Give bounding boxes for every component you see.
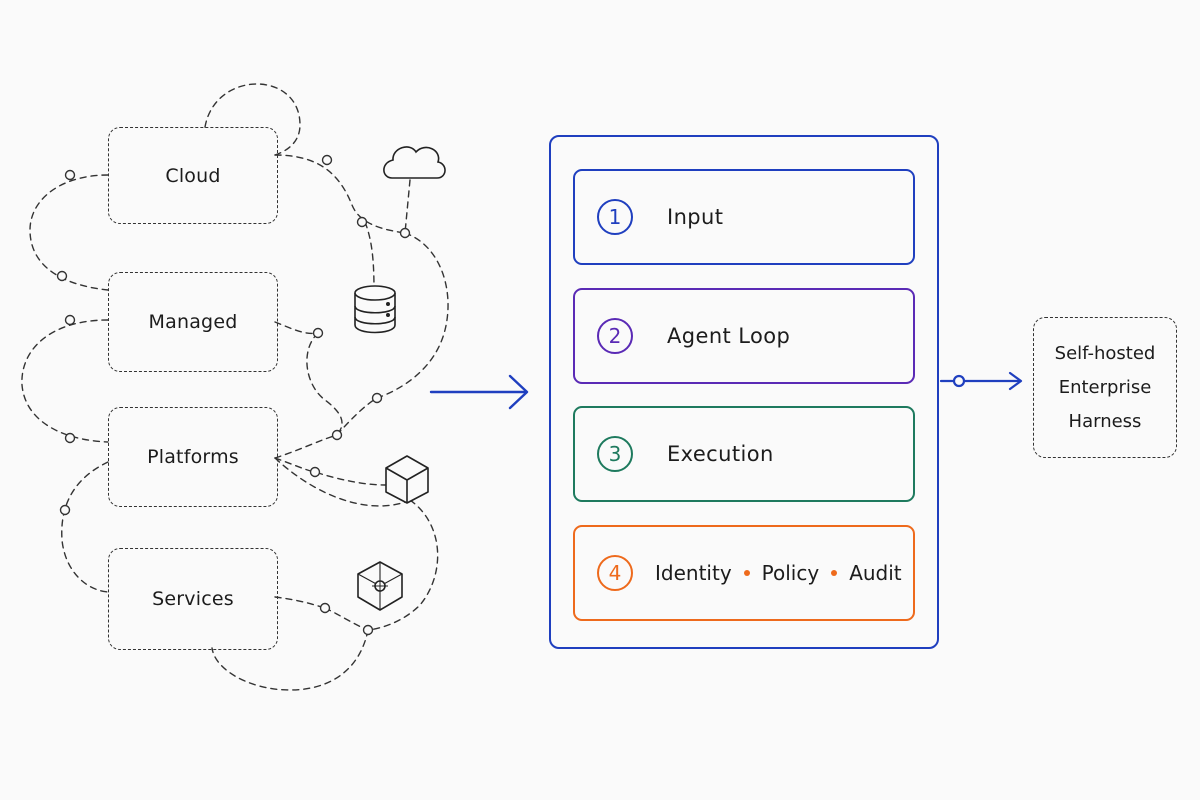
separator-dot [743,570,750,576]
connector-node [371,392,383,404]
governance-item-audit: Audit [849,561,902,585]
connector-line [274,457,386,486]
connector-line [211,629,369,691]
connector-line [306,332,343,436]
connector-node [309,466,321,478]
connector-node [64,432,76,444]
step-number-badge: 1 [597,199,633,235]
step-label: Execution [667,442,774,466]
cloud-icon [383,146,446,179]
connector-line [376,232,449,399]
connector-line [324,607,369,631]
connector-line [274,154,406,234]
connector-node [56,270,68,282]
connector-line [274,397,378,459]
connector-line [274,596,326,609]
governance-item-policy: Policy [761,561,820,585]
output-arrow [939,371,1023,391]
governance-item-identity: Identity [655,561,732,585]
database-icon [354,285,396,334]
step-number-badge: 4 [597,555,633,591]
connector-node [64,169,76,181]
connector-node [356,216,368,228]
connector-line [204,83,301,156]
source-platforms-box: Platforms [108,407,278,507]
connector-node [64,314,76,326]
source-platforms-label: Platforms [147,446,239,468]
source-managed-box: Managed [108,272,278,372]
separator-dot [831,570,838,576]
connector-line [364,221,375,291]
connector-node [321,154,333,166]
source-cloud-box: Cloud [108,127,278,224]
connector-node [319,602,331,614]
cube-icon [385,455,429,504]
connector-line [367,499,439,631]
step-execution: 3 Execution [573,406,915,502]
step-governance: 4 Identity Policy Audit [573,525,915,621]
step-number-badge: 3 [597,436,633,472]
connector-line [21,319,109,443]
connector-line [29,174,109,291]
connector-node [362,624,374,636]
source-services-box: Services [108,548,278,650]
step-number-badge: 2 [597,318,633,354]
step-input: 1 Input [573,169,915,265]
step-label: Input [667,205,724,229]
source-managed-label: Managed [148,311,238,333]
connector-line [274,321,319,335]
target-harness-box: Self-hosted Enterprise Harness [1033,317,1177,458]
step-agent-loop: 2 Agent Loop [573,288,915,384]
target-line-1: Self-hosted [1054,342,1156,364]
connector-line [61,461,109,593]
target-line-2: Enterprise [1058,376,1152,398]
target-line-3: Harness [1068,410,1142,432]
connector-node [399,227,411,239]
connector-node [331,429,343,441]
harness-panel [549,135,939,649]
source-services-label: Services [152,588,234,610]
connector-node [312,327,324,339]
source-cloud-label: Cloud [165,164,221,187]
governance-items: Identity Policy Audit [655,561,902,585]
hexagon-node-icon [357,561,403,611]
connector-line [404,179,411,234]
flow-arrow [429,374,529,410]
connector-node [59,504,71,516]
step-label: Agent Loop [667,324,791,348]
